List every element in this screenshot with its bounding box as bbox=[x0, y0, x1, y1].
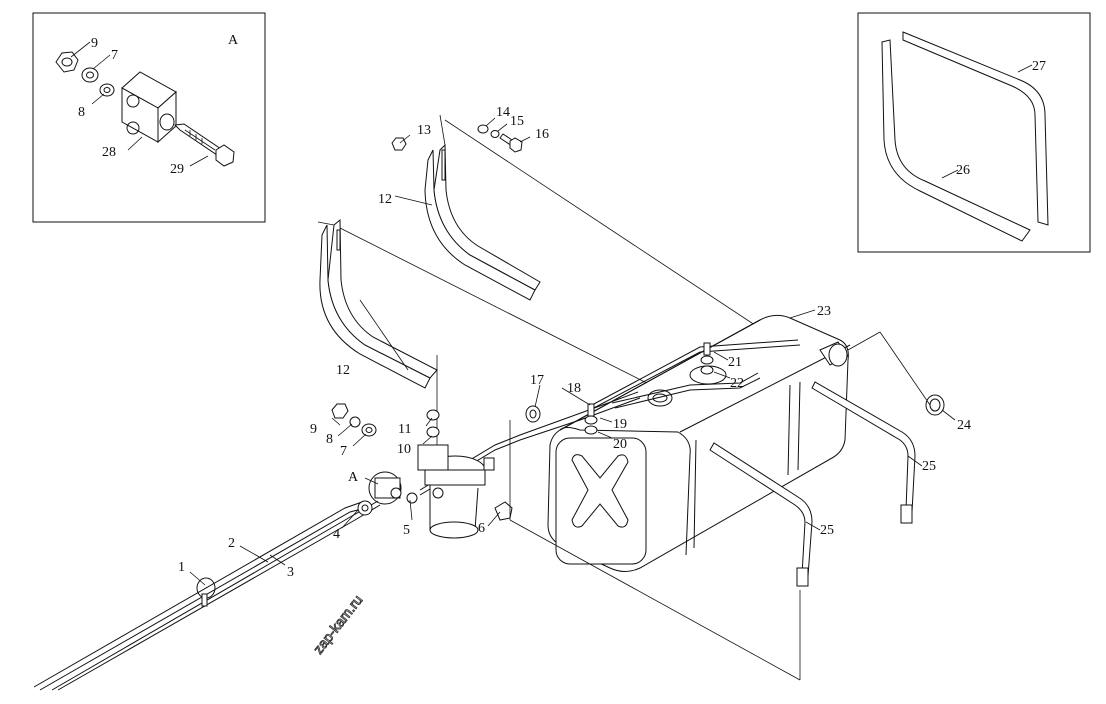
callout-12-lower: 12 bbox=[336, 363, 350, 378]
watermark-text: zap-kam.ru bbox=[310, 592, 366, 657]
callout-16: 16 bbox=[535, 127, 549, 142]
callout-29: 29 bbox=[170, 162, 184, 177]
callout-21: 21 bbox=[728, 355, 742, 370]
callout-17: 17 bbox=[530, 373, 544, 388]
strap-part-25-rear bbox=[811, 381, 916, 524]
bracket-part-12-upper bbox=[424, 143, 541, 301]
callout-22: 22 bbox=[730, 376, 744, 391]
washer-part-7 bbox=[361, 423, 377, 437]
callout-8-inset: 8 bbox=[78, 105, 85, 120]
bolt-part-16 bbox=[499, 133, 523, 153]
callout-7: 7 bbox=[340, 444, 347, 459]
grommet-part-17 bbox=[525, 405, 541, 423]
washer-part-20 bbox=[584, 415, 598, 435]
view-a-marker: A bbox=[348, 470, 359, 485]
callout-4: 4 bbox=[333, 527, 340, 542]
callout-11: 11 bbox=[398, 422, 411, 437]
callout-9-inset: 9 bbox=[91, 36, 98, 51]
washer-part-15 bbox=[490, 130, 500, 138]
cap-part-24 bbox=[925, 394, 945, 416]
callout-12-upper: 12 bbox=[378, 192, 392, 207]
bolt-part-19 bbox=[587, 403, 595, 417]
callout-8: 8 bbox=[326, 432, 333, 447]
nut-part-9 bbox=[331, 403, 349, 419]
callout-6: 6 bbox=[478, 521, 485, 536]
mounting-block-part-28-detail bbox=[121, 71, 177, 144]
leader-lines bbox=[189, 195, 956, 586]
washer-part-14 bbox=[477, 124, 489, 134]
fuel-tank-part-23 bbox=[547, 314, 851, 572]
inset-strap-detail: 27 26 bbox=[857, 12, 1091, 253]
fitting-part-6 bbox=[494, 501, 513, 521]
strap-part-25-front bbox=[709, 442, 813, 587]
callout-15: 15 bbox=[510, 114, 524, 129]
callout-23: 23 bbox=[817, 304, 831, 319]
bolt-part-21 bbox=[703, 342, 711, 356]
callout-13: 13 bbox=[417, 123, 431, 138]
callout-25-front: 25 bbox=[820, 523, 834, 538]
callout-5: 5 bbox=[403, 523, 410, 538]
nut-part-9-detail bbox=[55, 51, 79, 73]
lock-washer-part-8 bbox=[349, 416, 361, 428]
callout-7-inset: 7 bbox=[111, 48, 118, 63]
callout-2: 2 bbox=[228, 536, 235, 551]
fuel-filter-assembly bbox=[357, 444, 495, 539]
callout-18: 18 bbox=[567, 381, 581, 396]
callout-27: 27 bbox=[1032, 59, 1046, 74]
callout-9: 9 bbox=[310, 422, 317, 437]
strap-part-26 bbox=[881, 39, 1031, 242]
callout-3: 3 bbox=[287, 565, 294, 580]
inset-view-a-label: A bbox=[228, 33, 239, 48]
lock-washer-part-8-detail bbox=[99, 83, 115, 97]
callout-24: 24 bbox=[957, 418, 971, 433]
callout-26: 26 bbox=[956, 163, 970, 178]
strap-part-27 bbox=[902, 31, 1049, 226]
clamp-part-1 bbox=[196, 577, 216, 607]
callout-20: 20 bbox=[613, 437, 627, 452]
bolt-part-29-detail bbox=[173, 123, 235, 167]
washer-part-11 bbox=[426, 409, 440, 438]
washer-part-22 bbox=[700, 355, 714, 375]
callout-25-rear: 25 bbox=[922, 459, 936, 474]
callout-19: 19 bbox=[613, 417, 627, 432]
callout-1: 1 bbox=[178, 560, 185, 575]
callout-28: 28 bbox=[102, 145, 116, 160]
washer-part-7-detail bbox=[81, 67, 99, 83]
callout-10: 10 bbox=[397, 442, 411, 457]
callout-14: 14 bbox=[496, 105, 510, 120]
inset-view-a: A bbox=[32, 12, 266, 223]
